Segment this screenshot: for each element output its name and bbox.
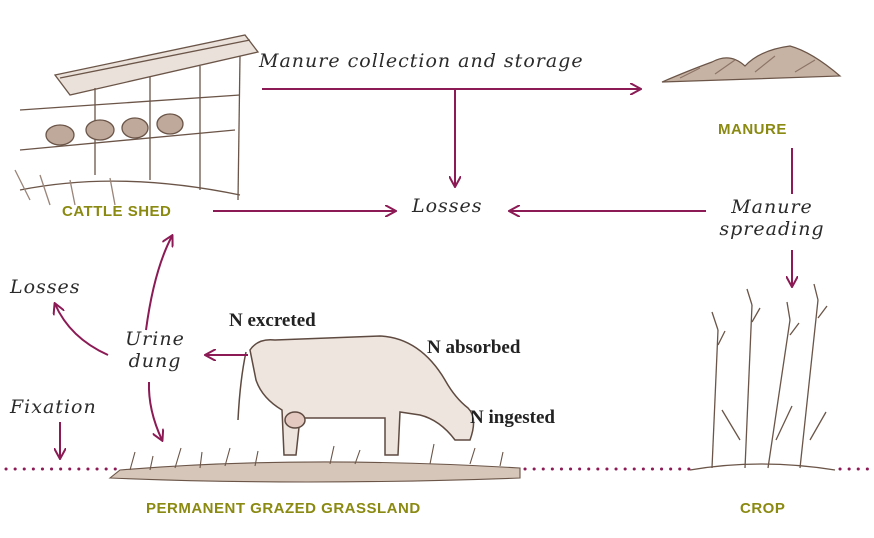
manure-spreading-line1: Manure [712,196,832,218]
manure-spreading-label: Manure spreading [712,196,832,240]
losses-left-label: Losses [10,276,81,298]
cattle-shed-illustration [15,35,258,205]
n-ingested-label: N ingested [470,407,555,429]
urine-dung-label: Urine dung [118,328,192,372]
urine-label: Urine [118,328,192,350]
crop-illustration [690,284,835,470]
manure-heap-illustration [662,46,840,82]
manure-caption: MANURE [718,121,787,138]
arrow-urine-to-grassland [149,382,162,440]
cattle-shed-caption: CATTLE SHED [62,203,171,220]
crop-caption: CROP [740,500,785,517]
dung-label: dung [118,350,192,372]
n-absorbed-label: N absorbed [427,337,520,359]
arrow-urine-to-losses [55,304,108,355]
losses-center-label: Losses [412,195,483,217]
grassland-caption: PERMANENT GRAZED GRASSLAND [146,500,421,517]
manure-collection-label: Manure collection and storage [259,50,584,72]
arrow-urine-to-shed [146,236,172,330]
grassland-illustration [110,444,520,482]
n-excreted-label: N excreted [229,310,316,332]
manure-spreading-line2: spreading [712,218,832,240]
fixation-label: Fixation [10,396,97,418]
